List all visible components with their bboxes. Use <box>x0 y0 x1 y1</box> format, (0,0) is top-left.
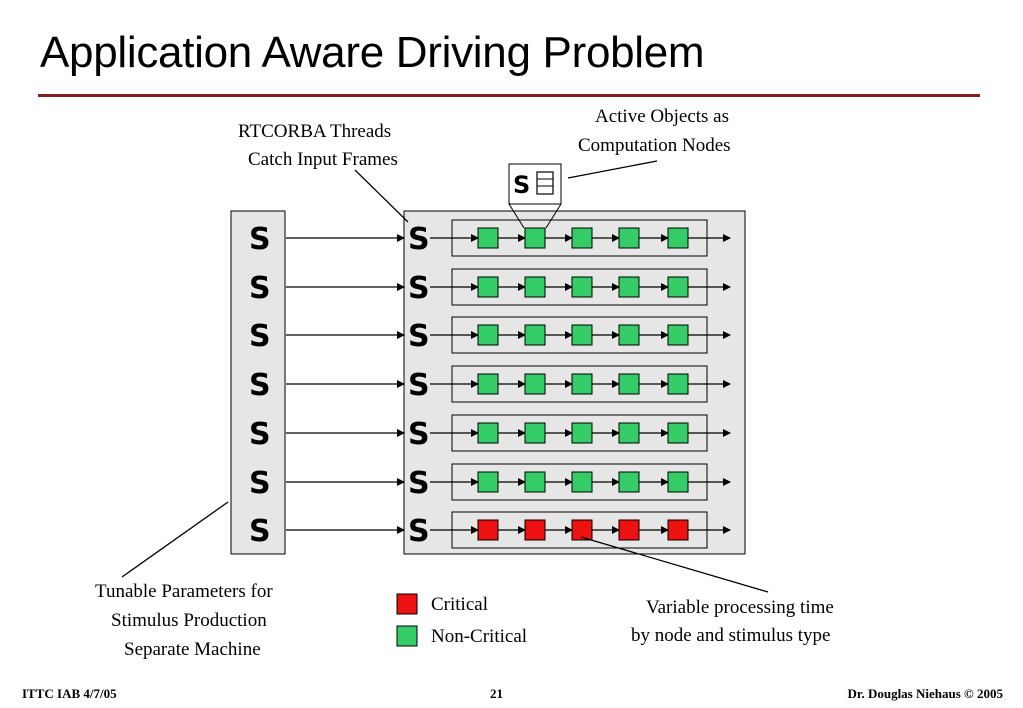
legend-noncritical-swatch <box>396 625 418 647</box>
non-critical-node <box>618 422 640 444</box>
non-critical-node <box>667 227 689 249</box>
thread-glyph: S <box>408 514 430 549</box>
non-critical-node <box>477 373 499 395</box>
label-active-objects-line1: Active Objects as <box>595 106 729 127</box>
label-variable-line2: by node and stimulus type <box>631 625 830 646</box>
non-critical-node <box>571 276 593 298</box>
stimulus-source-glyph: S <box>249 466 271 501</box>
non-critical-node <box>667 276 689 298</box>
non-critical-node <box>571 422 593 444</box>
svg-text:S: S <box>513 171 530 199</box>
stimulus-machine-panel <box>230 210 286 555</box>
label-variable-line1: Variable processing time <box>646 597 834 618</box>
non-critical-node <box>477 276 499 298</box>
non-critical-node <box>618 276 640 298</box>
non-critical-node <box>667 422 689 444</box>
non-critical-node <box>477 422 499 444</box>
thread-glyph: S <box>408 417 430 452</box>
non-critical-node <box>571 373 593 395</box>
non-critical-node <box>477 227 499 249</box>
critical-node <box>618 519 640 541</box>
stimulus-source-glyph: S <box>249 417 271 452</box>
active-objects-pointer-line <box>567 160 658 179</box>
non-critical-node <box>524 471 546 493</box>
non-critical-node <box>667 373 689 395</box>
non-critical-node <box>618 471 640 493</box>
thread-glyph: S <box>408 271 430 306</box>
non-critical-node <box>571 227 593 249</box>
rtcorba-pointer-line <box>354 169 409 223</box>
non-critical-node <box>618 324 640 346</box>
footer-page-number: 21 <box>490 686 503 701</box>
active-object-icon: S <box>508 163 562 229</box>
slide-title: Application Aware Driving Problem <box>40 28 705 77</box>
non-critical-node <box>524 276 546 298</box>
stimulus-source-glyph: S <box>249 319 271 354</box>
non-critical-node <box>477 324 499 346</box>
thread-glyph: S <box>408 466 430 501</box>
thread-glyph: S <box>408 222 430 257</box>
thread-glyph: S <box>408 319 430 354</box>
tunable-pointer-line <box>121 501 229 578</box>
non-critical-node <box>524 227 546 249</box>
critical-node <box>477 519 499 541</box>
label-active-objects-line2: Computation Nodes <box>578 135 731 156</box>
label-tunable-line1: Tunable Parameters for <box>95 581 273 602</box>
stimulus-source-glyph: S <box>249 222 271 257</box>
non-critical-node <box>524 324 546 346</box>
stimulus-source-glyph: S <box>249 271 271 306</box>
variable-pointer-line <box>580 536 769 593</box>
legend-noncritical-label: Non-Critical <box>431 626 527 647</box>
footer-left: ITTC IAB 4/7/05 <box>22 686 117 701</box>
stimulus-source-glyph: S <box>249 514 271 549</box>
label-tunable-line3: Separate Machine <box>124 639 261 660</box>
stimulus-source-glyph: S <box>249 368 271 403</box>
footer-right: Dr. Douglas Niehaus © 2005 <box>847 686 1003 701</box>
non-critical-node <box>571 471 593 493</box>
thread-glyph: S <box>408 368 430 403</box>
non-critical-node <box>618 227 640 249</box>
label-rtcorba-line2: Catch Input Frames <box>248 149 398 170</box>
legend-critical-swatch <box>396 593 418 615</box>
label-tunable-line2: Stimulus Production <box>111 610 267 631</box>
non-critical-node <box>667 324 689 346</box>
non-critical-node <box>524 422 546 444</box>
non-critical-node <box>571 324 593 346</box>
non-critical-node <box>618 373 640 395</box>
critical-node <box>667 519 689 541</box>
non-critical-node <box>524 373 546 395</box>
non-critical-node <box>477 471 499 493</box>
non-critical-node <box>667 471 689 493</box>
title-underline <box>38 94 980 97</box>
critical-node <box>524 519 546 541</box>
legend-critical-label: Critical <box>431 594 488 615</box>
label-rtcorba-line1: RTCORBA Threads <box>238 121 391 142</box>
